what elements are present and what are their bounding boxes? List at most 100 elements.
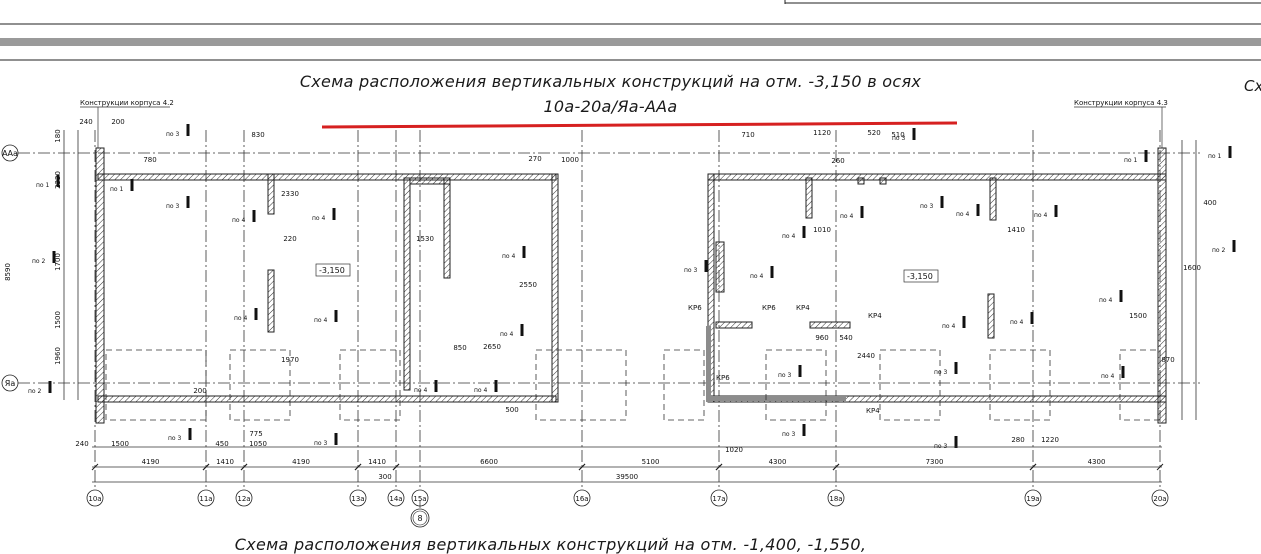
- section-cut-label: по 4: [474, 387, 488, 394]
- section-cut-label: по 3: [782, 431, 796, 438]
- section-cut-label: по 4: [942, 323, 956, 330]
- column-axis-label: 15а: [413, 495, 426, 503]
- column-axis-bubble: [349, 489, 367, 507]
- bottom-dimension: 450: [215, 440, 228, 448]
- column-axis-bubble: [710, 489, 728, 507]
- section-cut-label: по 4: [502, 253, 516, 260]
- section-marker-label: 8: [417, 514, 422, 523]
- section-cut-label: по 3: [892, 135, 906, 142]
- section-marker-inner: [412, 510, 428, 526]
- wall-dimension: 1120: [813, 129, 831, 137]
- dimension-tick: [715, 463, 723, 471]
- dimension-tick: [1029, 463, 1037, 471]
- bottom-dimension: 1500: [111, 440, 129, 448]
- column-axis-bubble: [1151, 489, 1169, 507]
- elevation-box-right: [903, 269, 939, 283]
- section-cut-label: по 4: [782, 233, 796, 240]
- wall-dimension: 2550: [519, 281, 537, 289]
- column-axis-bubble: [573, 489, 591, 507]
- wall-dimension: 830: [251, 131, 264, 139]
- column-axis-bubble: [235, 489, 253, 507]
- kr-frame: [706, 326, 846, 402]
- axis-spacing-dimension: 4190: [292, 458, 310, 466]
- section-cut-label: по 4: [232, 217, 246, 224]
- dimension-tick: [1156, 463, 1164, 471]
- plan-title-line1: Схема расположения вертикальных конструк…: [299, 72, 922, 91]
- wall-dimension: 200: [193, 387, 206, 395]
- section-cut-label: по 3: [684, 267, 698, 274]
- kr-label: КР4: [868, 312, 882, 320]
- wall-dimension: 850: [453, 344, 466, 352]
- wall-dimension: 1970: [281, 356, 299, 364]
- wall-dimension: 1010: [813, 226, 831, 234]
- dimension-tick: [240, 463, 248, 471]
- section-cut-label: по 4: [312, 215, 326, 222]
- axis-spacing-dimension: 1410: [216, 458, 234, 466]
- left-vertical-dimension: 8590: [4, 263, 12, 281]
- section-cut-label: по 1: [1208, 153, 1222, 160]
- walls: [95, 147, 1167, 424]
- kr-label: КР4: [866, 407, 880, 415]
- column-axis-label: 18а: [829, 495, 842, 503]
- axis-spacing-dimension: 5100: [642, 458, 660, 466]
- bottom-dimension: 1050: [249, 440, 267, 448]
- section-cut-label: по 2: [32, 258, 46, 265]
- wall-dimension: 270: [528, 155, 541, 163]
- column-axis-bubble: [1024, 489, 1042, 507]
- axis-spacing-dimension: 7300: [926, 458, 944, 466]
- wall-dimension: 220: [283, 235, 296, 243]
- wall-dimension: 710: [741, 131, 754, 139]
- section-cut-label: по 4: [414, 387, 428, 394]
- row-axis-bubble-bottom: [1, 374, 19, 392]
- axis-spacing-dimension: 1410: [368, 458, 386, 466]
- axis-spacing-dimension: 4190: [142, 458, 160, 466]
- section-cut-label: по 3: [168, 435, 182, 442]
- row-axis-label-top: ААа: [2, 149, 18, 158]
- section-cut-label: по 3: [934, 443, 948, 450]
- column-axis-label: 20а: [1153, 495, 1166, 503]
- section-cut-label: по 4: [840, 213, 854, 220]
- plan-title-bottom: Схема расположения вертикальных конструк…: [234, 535, 867, 554]
- section-cut-label: по 3: [166, 203, 180, 210]
- kr-label: КР6: [762, 304, 776, 312]
- section-cut-label: по 1: [36, 182, 50, 189]
- wall-dimension: 1530: [416, 235, 434, 243]
- wall-dimension: 960: [815, 334, 828, 342]
- kr-label: КР6: [716, 374, 730, 382]
- dimension-lines: [63, 130, 1197, 483]
- elevation-right: -3,150: [907, 272, 933, 281]
- frame-band: [0, 38, 1261, 46]
- column-axis-label: 13а: [351, 495, 364, 503]
- dimension-tick: [578, 463, 586, 471]
- wall-dimension: 2440: [857, 352, 875, 360]
- left-vertical-dimension: 1500: [54, 311, 62, 329]
- highlight-underline: [321, 121, 958, 129]
- row-axis-lines: [18, 152, 1200, 384]
- wall-dimension: 2650: [483, 343, 501, 351]
- bottom-dimension: 775: [249, 430, 262, 438]
- wall-dimension: 510: [891, 131, 904, 139]
- section-cut-label: по 2: [28, 388, 42, 395]
- wall-dimension: 500: [505, 406, 518, 414]
- section-cut-label: по 1: [110, 186, 124, 193]
- column-axis-label: 14а: [389, 495, 402, 503]
- bottom-dimension: 1020: [725, 446, 743, 454]
- axis-spacing-dimension: 4300: [1088, 458, 1106, 466]
- hidden-outlines: [105, 349, 1161, 421]
- dimension-tick: [91, 463, 99, 471]
- wall-dimension: 200: [111, 118, 124, 126]
- section-cut-label: по 4: [500, 331, 514, 338]
- column-axis-bubble: [197, 489, 215, 507]
- section-cut-label: по 1: [1124, 157, 1138, 164]
- wall-dimension: 2330: [281, 190, 299, 198]
- column-axis-label: 10а: [88, 495, 101, 503]
- bottom-dimension: 240: [75, 440, 88, 448]
- left-vertical-dimension: 180: [54, 129, 62, 142]
- dimension-tick: [202, 463, 210, 471]
- elevation-box-left: [315, 263, 351, 277]
- wall-dimension: 240: [79, 118, 92, 126]
- wall-dimension: 1410: [1007, 226, 1025, 234]
- overall-dimension: 39500: [616, 473, 638, 481]
